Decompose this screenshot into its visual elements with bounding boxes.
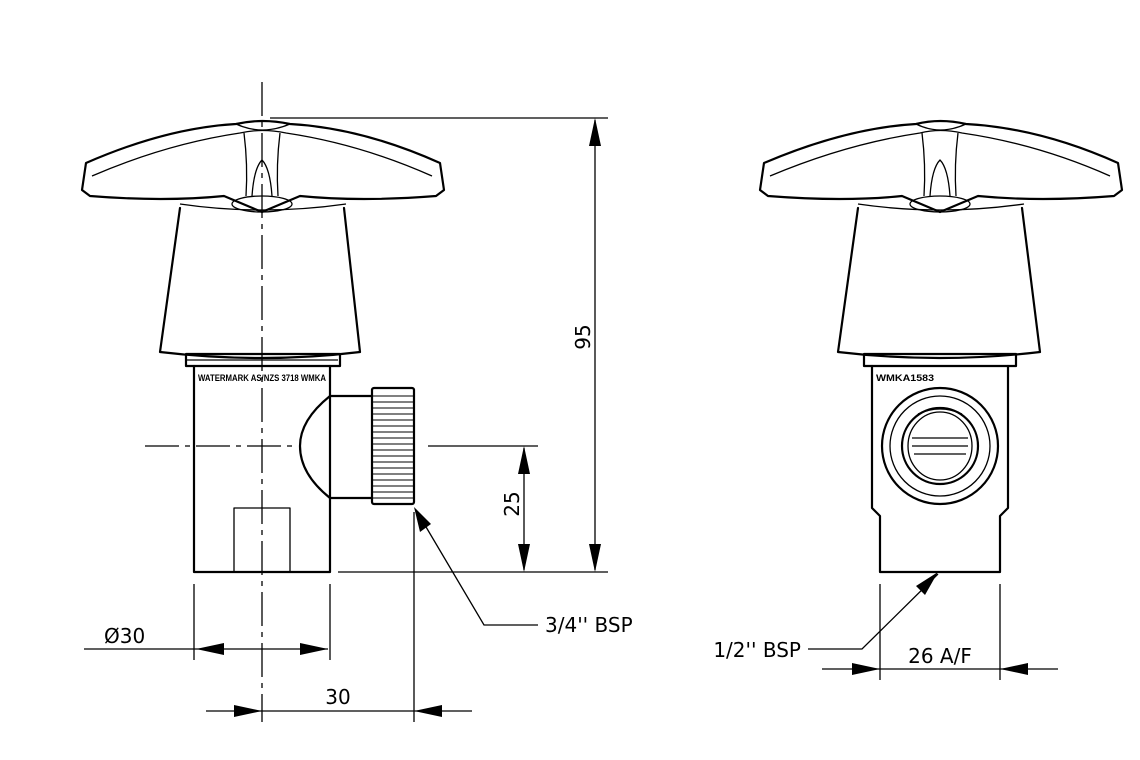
front-hub (836, 206, 1042, 360)
side-socket (233, 507, 291, 573)
inlet-thread-label: 1/2'' BSP (713, 638, 801, 662)
outlet-height-dimension: 25 (500, 446, 530, 572)
side-hub (158, 206, 362, 360)
front-body (870, 364, 1010, 574)
inlet-thread-callout: 1/2'' BSP (713, 572, 939, 662)
side-marking: WATERMARK AS/NZS 3718 WMKA (198, 373, 326, 383)
front-view: WMKA1583 1/2'' BSP 26 A/F (713, 119, 1124, 680)
offset-dimension: 30 (206, 685, 472, 717)
outlet-thread (370, 386, 416, 506)
height-label: 95 (571, 324, 595, 349)
outlet-boss (298, 394, 332, 500)
outlet-height-label: 25 (500, 491, 524, 516)
outlet-thread-callout: 3/4'' BSP (414, 507, 633, 637)
outlet-face (880, 386, 1000, 506)
side-view: WATERMARK AS/NZS 3718 WMKA 95 2 (80, 82, 633, 722)
height-dimension: 95 (571, 118, 601, 572)
across-flats-label: 26 A/F (908, 644, 972, 668)
across-flats-dimension: 26 A/F (822, 644, 1058, 675)
offset-label: 30 (325, 685, 350, 709)
diameter-dimension: Ø30 (84, 624, 328, 655)
front-marking: WMKA1583 (876, 373, 934, 383)
outlet-thread-label: 3/4'' BSP (545, 613, 633, 637)
diameter-label: Ø30 (104, 624, 145, 648)
side-handle (80, 119, 446, 214)
front-handle (758, 119, 1124, 214)
